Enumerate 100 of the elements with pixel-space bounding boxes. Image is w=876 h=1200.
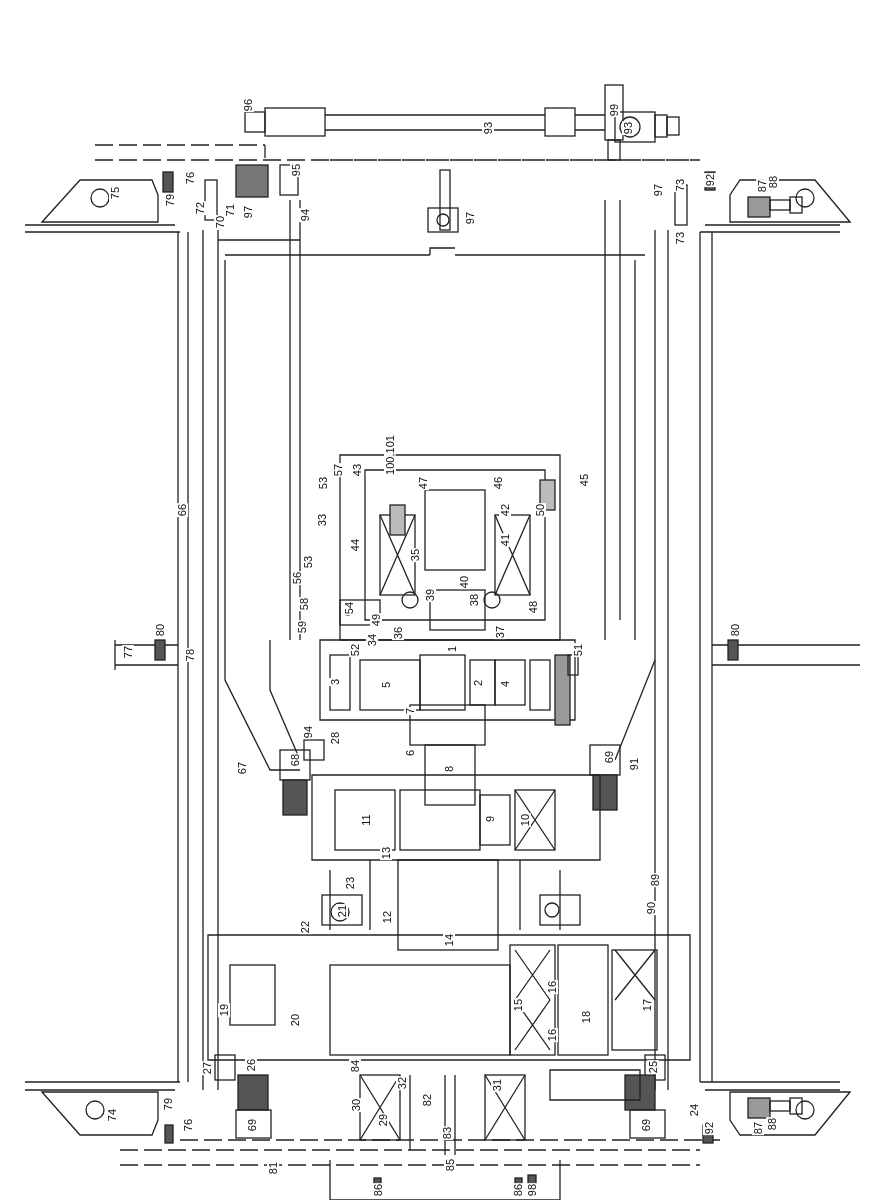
callout-number: 69 xyxy=(603,749,615,765)
callout-number: 31 xyxy=(491,1077,503,1093)
callout-number: 13 xyxy=(380,845,392,861)
callout-number: 93 xyxy=(622,120,634,136)
callout-number: 73 xyxy=(674,177,686,193)
callout-number: 56 xyxy=(291,570,303,586)
callout-number: 59 xyxy=(296,619,308,635)
callout-number: 90 xyxy=(645,900,657,916)
callout-number: 72 xyxy=(194,200,206,216)
callout-number: 41 xyxy=(499,532,511,548)
callout-number: 57 xyxy=(332,462,344,478)
callout-number: 48 xyxy=(527,599,539,615)
callout-number: 79 xyxy=(162,1096,174,1112)
callout-number: 67 xyxy=(236,760,248,776)
callout-number: 9 xyxy=(484,814,496,824)
callout-number: 23 xyxy=(344,875,356,891)
callout-number: 43 xyxy=(351,462,363,478)
callout-number: 40 xyxy=(458,574,470,590)
callout-number: 17 xyxy=(641,997,653,1013)
callout-number: 47 xyxy=(417,475,429,491)
callout-number: 87 xyxy=(752,1120,764,1136)
callout-number: 88 xyxy=(767,174,779,190)
callout-number: 69 xyxy=(640,1117,652,1133)
callout-number: 52 xyxy=(349,642,361,658)
callout-number: 51 xyxy=(572,642,584,658)
callout-number: 36 xyxy=(392,625,404,641)
callout-number: 69 xyxy=(246,1117,258,1133)
callout-number: 37 xyxy=(494,624,506,640)
callout-number: 97 xyxy=(652,182,664,198)
callout-number: 2 xyxy=(472,678,484,688)
callout-number: 100,101 xyxy=(384,434,396,476)
callout-number: 22 xyxy=(299,919,311,935)
callout-number: 15 xyxy=(512,997,524,1013)
callout-number: 29 xyxy=(377,1112,389,1128)
callout-number: 24 xyxy=(688,1102,700,1118)
callout-number: 76 xyxy=(184,170,196,186)
callout-number: 11 xyxy=(360,813,372,827)
callout-number: 87 xyxy=(756,178,768,194)
callout-number: 99 xyxy=(608,102,620,118)
callout-number: 75 xyxy=(109,185,121,201)
callout-number: 81 xyxy=(267,1160,279,1176)
callout-number: 21 xyxy=(336,903,348,919)
callout-number: 35 xyxy=(409,547,421,563)
callout-number: 82 xyxy=(421,1092,433,1108)
callout-number: 28 xyxy=(329,730,341,746)
callout-number: 14 xyxy=(443,932,455,948)
callout-number: 71 xyxy=(224,202,236,218)
callout-number: 93 xyxy=(482,120,494,136)
callout-number: 53 xyxy=(302,554,314,570)
callout-number: 86 xyxy=(372,1182,384,1198)
callout-number: 95 xyxy=(290,162,302,178)
callout-number: 84 xyxy=(349,1058,361,1074)
callout-number: 30 xyxy=(350,1097,362,1113)
callout-number: 8 xyxy=(443,764,455,774)
callout-number: 42 xyxy=(499,502,511,518)
callout-number: 53 xyxy=(317,475,329,491)
callout-number: 85 xyxy=(444,1157,456,1173)
callout-number: 49 xyxy=(370,612,382,628)
callout-number: 5 xyxy=(380,680,392,690)
callout-number: 39 xyxy=(424,587,436,603)
callout-number: 6 xyxy=(404,748,416,758)
callout-number: 97 xyxy=(464,210,476,226)
callout-number: 94 xyxy=(302,724,314,740)
callout-number: 92 xyxy=(703,1120,715,1136)
callout-number: 74 xyxy=(106,1107,118,1123)
callout-number: 16 xyxy=(546,979,558,995)
callout-number: 78 xyxy=(184,647,196,663)
callout-number: 68 xyxy=(289,752,301,768)
callout-number: 83 xyxy=(441,1125,453,1141)
callout-number: 80 xyxy=(729,622,741,638)
callout-number: 80 xyxy=(154,622,166,638)
callout-number: 27 xyxy=(201,1060,213,1076)
callout-number: 45 xyxy=(578,472,590,488)
callout-number: 26 xyxy=(245,1057,257,1073)
callout-number: 66 xyxy=(176,502,188,518)
callout-number: 33 xyxy=(316,512,328,528)
callout-number: 4 xyxy=(499,679,511,689)
callout-number: 16 xyxy=(546,1027,558,1043)
callout-number: 44 xyxy=(349,537,361,553)
callout-number: 76 xyxy=(182,1117,194,1133)
callout-number: 91 xyxy=(628,756,640,772)
callout-number: 58 xyxy=(298,596,310,612)
callout-number: 10 xyxy=(519,812,531,828)
callout-number: 89 xyxy=(649,872,661,888)
callout-number: 1 xyxy=(446,644,458,654)
callout-number: 88 xyxy=(766,1116,778,1132)
callout-number: 34 xyxy=(366,632,378,648)
callout-number: 46 xyxy=(492,475,504,491)
callout-number: 38 xyxy=(468,592,480,608)
callout-number: 32 xyxy=(396,1075,408,1091)
callout-number: 94 xyxy=(299,207,311,223)
callout-number: 96 xyxy=(242,97,254,113)
callout-number: 7 xyxy=(404,706,416,716)
callout-number: 97 xyxy=(242,204,254,220)
callout-number: 20 xyxy=(289,1012,301,1028)
callout-number: 19 xyxy=(218,1002,230,1018)
callout-number: 73 xyxy=(674,230,686,246)
callout-number: 18 xyxy=(580,1009,592,1025)
callout-number: 70 xyxy=(214,214,226,230)
callout-number: 12 xyxy=(381,909,393,925)
